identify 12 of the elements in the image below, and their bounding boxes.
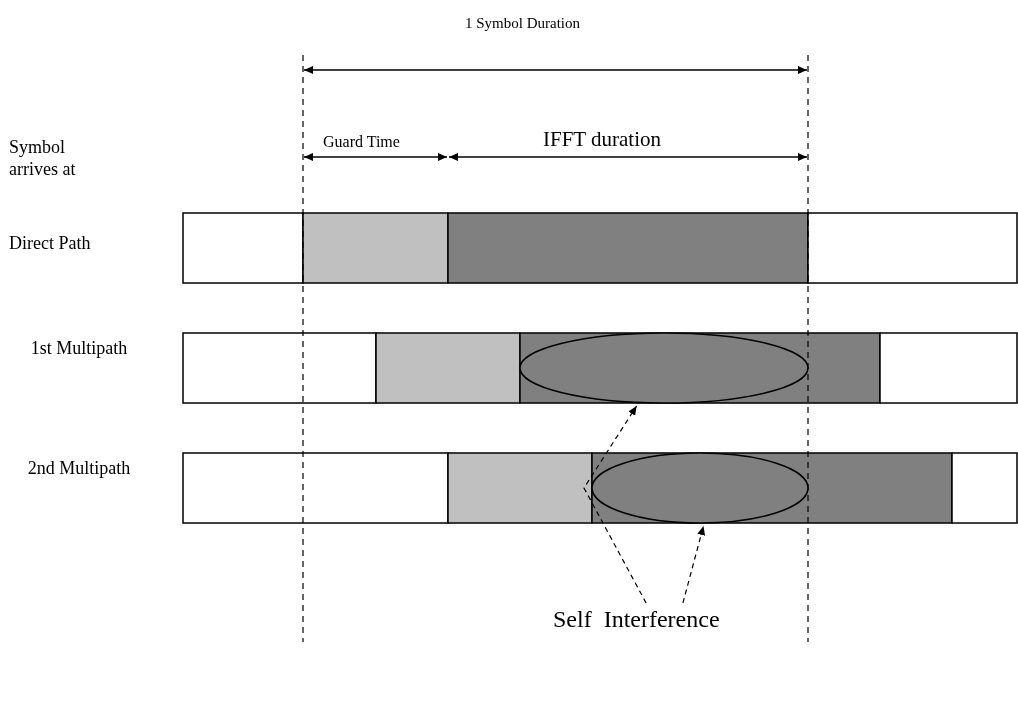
row-label: 2nd Multipath <box>26 458 132 480</box>
arrow <box>682 525 706 604</box>
dimension-label: Guard Time <box>323 132 400 152</box>
row-heading: Symbol arrives at <box>9 137 77 181</box>
dimension-label: IFFT duration <box>543 127 662 153</box>
row-label: 1st Multipath <box>29 338 129 360</box>
interference-ellipse <box>519 332 809 404</box>
dimension-label: 1 Symbol Duration <box>465 14 580 32</box>
arrow <box>583 405 647 604</box>
interference-ellipse <box>591 452 809 524</box>
row-label: Direct Path <box>9 233 91 255</box>
annotation-text: Self Interference <box>553 605 720 634</box>
